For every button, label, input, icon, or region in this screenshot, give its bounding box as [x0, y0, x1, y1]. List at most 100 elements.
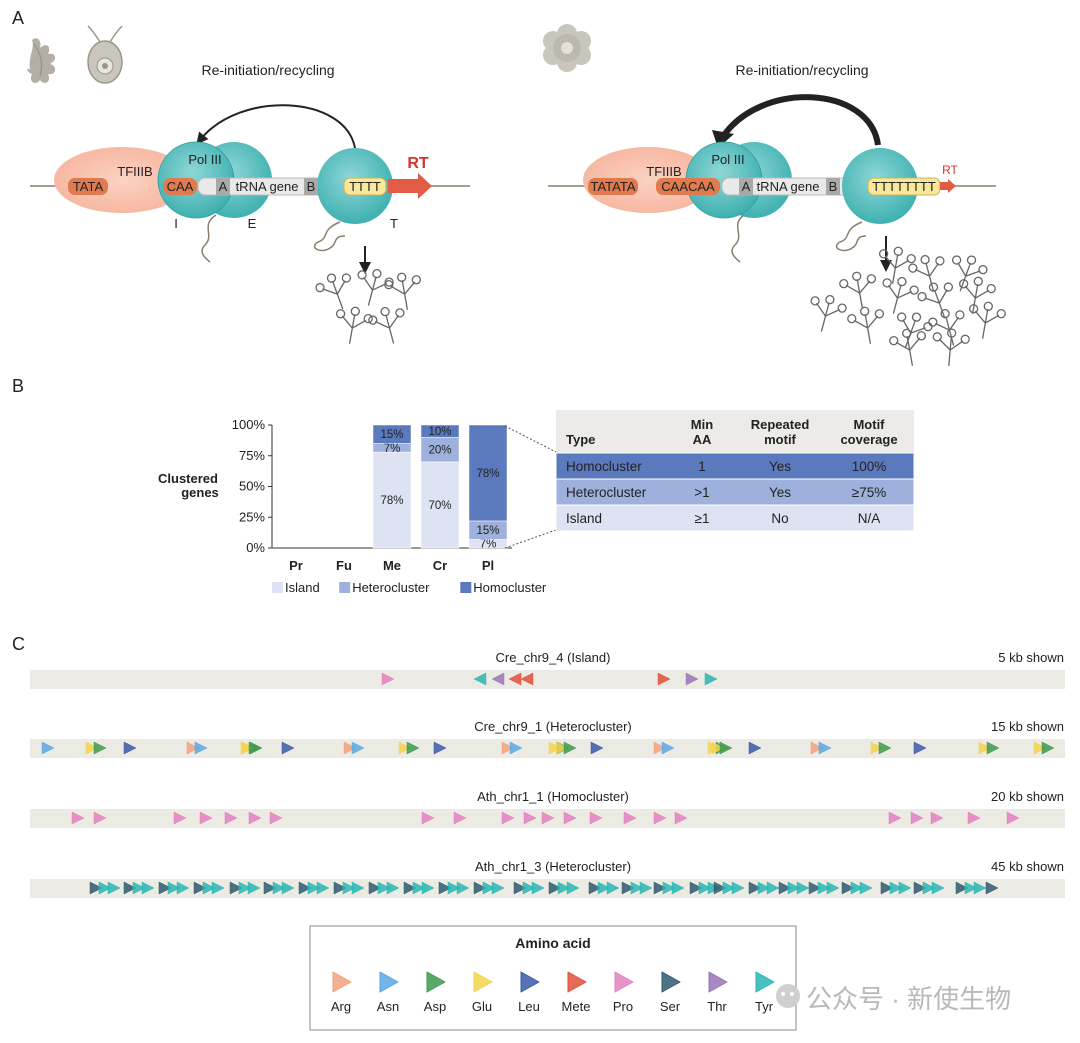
gene-arrow — [123, 741, 137, 755]
gene-arrow — [731, 881, 745, 895]
gene-arrow — [557, 881, 571, 895]
gene-arrow — [93, 741, 107, 755]
gene-arrow — [766, 881, 780, 895]
gene-arrow — [520, 672, 534, 686]
gene-arrow — [248, 811, 262, 825]
gene-arrow — [98, 881, 112, 895]
recycling-arrow-left — [196, 104, 356, 149]
tfiiib-blob-left — [54, 147, 190, 213]
legend-arrow — [426, 971, 446, 993]
panel-b-letter: B — [12, 376, 24, 396]
panel-c-letter: C — [12, 634, 25, 654]
bar-segment — [372, 424, 412, 444]
track-bar — [30, 739, 1065, 758]
gene-arrow — [689, 881, 703, 895]
gene-arrow — [438, 881, 452, 895]
gene-arrow — [421, 811, 435, 825]
gene-arrow — [674, 811, 688, 825]
rt-label-left: RT — [407, 155, 429, 172]
gene-arrow — [826, 881, 840, 895]
table-header: Repeated — [751, 417, 810, 432]
legend-swatch — [272, 582, 283, 593]
gene-arrow — [248, 741, 262, 755]
table-cell: 100% — [852, 459, 887, 474]
table-cell: Heterocluster — [566, 485, 647, 500]
label-t: T — [390, 216, 398, 231]
gene-arrow — [522, 881, 536, 895]
gene-arrow — [176, 881, 190, 895]
gene-arrow — [473, 881, 487, 895]
trna-icon — [315, 273, 352, 310]
gene-arrow — [167, 881, 181, 895]
data-label: 78% — [380, 495, 403, 507]
wechat-watermark: 公众号 · 新使生物 — [776, 984, 1011, 1014]
data-label: 70% — [428, 500, 451, 512]
gene-arrow — [548, 881, 562, 895]
legend-label: Homocluster — [473, 580, 547, 595]
data-label: 7% — [384, 443, 401, 455]
gene-arrow — [482, 881, 496, 895]
track-span: 20 kb shown — [991, 789, 1064, 804]
y-tick-label: 75% — [239, 448, 265, 463]
tttt-box-left — [343, 177, 387, 196]
gene-arrow — [719, 741, 733, 755]
panel-a-letter: A — [12, 8, 24, 28]
x-tick-label: Pr — [289, 558, 303, 573]
table-header: motif — [764, 432, 796, 447]
legend-aa-label: Ser — [660, 999, 681, 1014]
gene-arrow — [713, 881, 727, 895]
gene-arrow — [41, 741, 55, 755]
caa-box-right — [656, 178, 720, 195]
tfiiib-blob-right — [583, 147, 713, 213]
x-tick-label: Fu — [336, 558, 352, 573]
y-tick-label: 25% — [239, 509, 265, 524]
gene-arrow — [263, 881, 277, 895]
gene-arrow — [930, 811, 944, 825]
gene-arrow — [89, 881, 103, 895]
gene-arrow — [433, 741, 447, 755]
gene-arrow — [173, 811, 187, 825]
x-tick-label: Cr — [433, 558, 447, 573]
gene-arrow — [403, 881, 417, 895]
y-axis-label: Clustered — [158, 471, 218, 486]
gene-arrow — [563, 811, 577, 825]
legend-aa-label: Arg — [331, 999, 351, 1014]
trna-gene-label-right: tRNA gene — [757, 179, 820, 194]
data-label: 15% — [476, 525, 499, 537]
cluster-type-table: TypeMinAARepeatedmotifMotifcoverageHomoc… — [555, 410, 915, 532]
b-box-label-left: B — [307, 179, 316, 194]
gene-arrow — [272, 881, 286, 895]
gene-arrow — [639, 881, 653, 895]
legend-aa-label: Mete — [562, 999, 591, 1014]
gene-arrow — [986, 741, 1000, 755]
zoom-line-top — [504, 425, 557, 453]
gene-arrow — [453, 811, 467, 825]
gene-tracks: Cre_chr9_4 (Island)5 kb shownCre_chr9_1 … — [30, 650, 1065, 898]
tata-label-right: TATATA — [590, 179, 635, 194]
track-title: Cre_chr9_4 (Island) — [496, 650, 611, 665]
data-label: 15% — [380, 429, 403, 441]
gene-arrow — [910, 811, 924, 825]
gene-arrow — [473, 672, 487, 686]
gene-arrow — [985, 881, 999, 895]
gene-arrow — [229, 881, 243, 895]
rna-product-left — [313, 221, 346, 252]
legend-arrow — [708, 971, 728, 993]
gene-arrow — [630, 881, 644, 895]
y-axis-label: genes — [181, 485, 219, 500]
table-cell: Yes — [769, 459, 791, 474]
table-header: coverage — [840, 432, 897, 447]
gene-arrow — [1041, 741, 1055, 755]
gene-arrow — [978, 741, 992, 755]
trna-icon — [958, 276, 996, 314]
gene-arrow — [186, 741, 200, 755]
gene-arrow — [787, 881, 801, 895]
gene-arrow — [590, 741, 604, 755]
legend-arrow — [567, 971, 587, 993]
gene-arrow — [211, 881, 225, 895]
y-tick-label: 0% — [246, 540, 265, 555]
seaweed-icon — [27, 38, 56, 83]
gene-arrow — [589, 811, 603, 825]
track-title: Ath_chr1_3 (Heterocluster) — [475, 859, 631, 874]
gene-arrow — [1006, 811, 1020, 825]
